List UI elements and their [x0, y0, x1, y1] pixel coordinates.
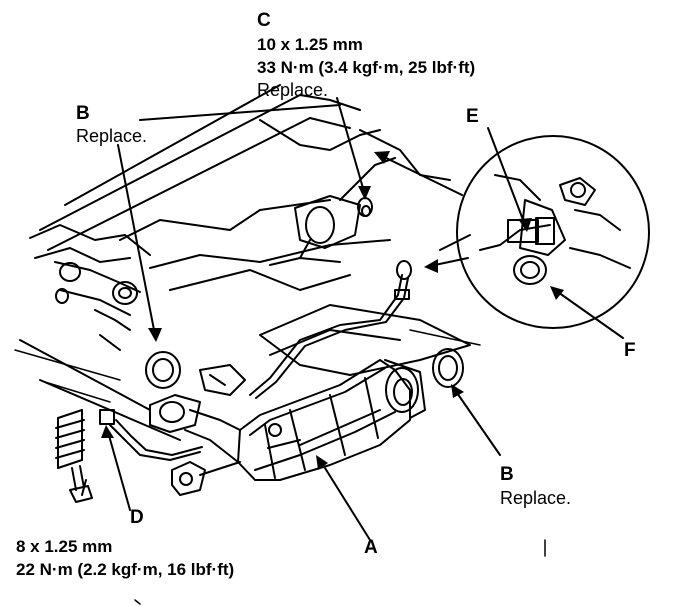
callout-d-letter: D: [130, 507, 144, 528]
front-pipe-flange: [149, 394, 241, 496]
lower-sensor-wire: [99, 409, 203, 461]
callout-c-torque: 33 N·m (3.4 kgf·m, 25 lbf·ft): [257, 58, 476, 77]
callout-c-bolt-size: 10 x 1.25 mm: [257, 35, 363, 54]
callout-b-top-letter: B: [76, 103, 90, 124]
callout-b-right-note: Replace.: [500, 488, 572, 508]
gasket-left: [145, 351, 181, 389]
upper-sensor-wire: [249, 260, 412, 399]
bottom-bolt-size: 8 x 1.25 mm: [16, 537, 113, 556]
leader-lines: [81, 97, 624, 541]
exhaust-manifold: [54, 261, 246, 396]
leader-arrowheads: [101, 186, 564, 470]
callout-c-note: Replace.: [257, 80, 329, 100]
detail-inset: [456, 135, 650, 329]
spring-bolt: [55, 409, 93, 503]
callout-a-letter: A: [364, 537, 378, 558]
detail-reference-arrows: [379, 154, 469, 267]
heat-shield: [259, 304, 471, 376]
callout-f-letter: F: [624, 340, 636, 361]
callout-b-top-note: Replace.: [76, 126, 148, 146]
exhaust-pipe-flange: [294, 157, 396, 259]
bottom-bolt-torque: 22 N·m (2.2 kgf·m, 16 lbf·ft): [16, 560, 235, 579]
callout-b-right-letter: B: [500, 464, 514, 485]
guide-lines: [14, 329, 546, 605]
callout-e-letter: E: [466, 106, 479, 127]
gasket-right: [432, 348, 464, 388]
catalytic-converter: [237, 359, 426, 481]
callout-c-letter: C: [257, 10, 271, 31]
detail-arrowheads: [374, 151, 438, 273]
